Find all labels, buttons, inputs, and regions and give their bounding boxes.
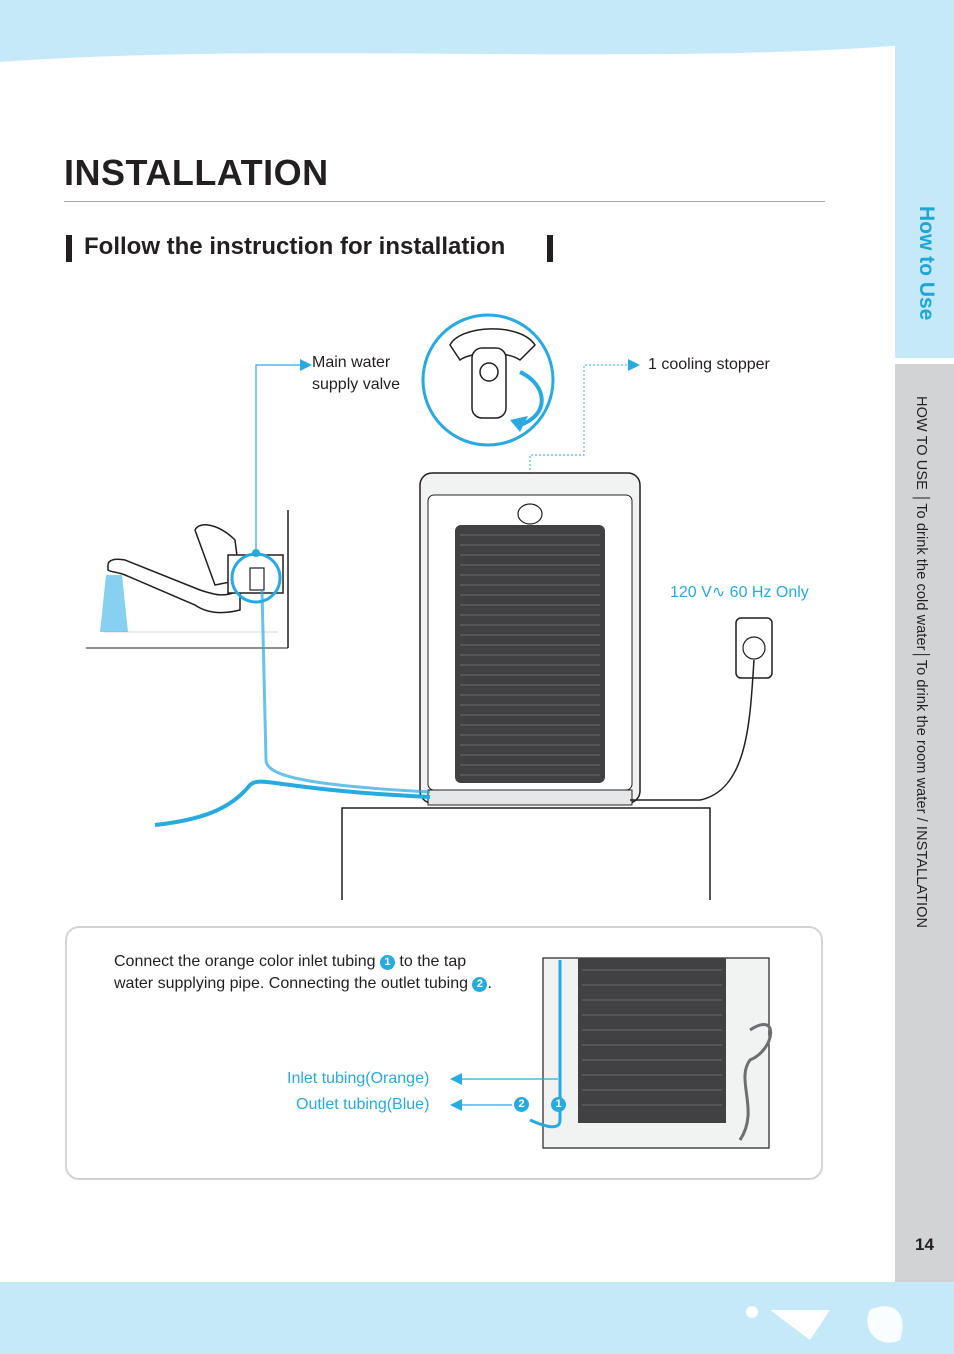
section-title: Follow the instruction for installation (84, 233, 506, 260)
detail-marker-1-icon: 1 (551, 1097, 566, 1112)
condenser-coil (455, 525, 605, 783)
section-bar-left (66, 235, 72, 262)
power-spec-label: 120 V∿ 60 Hz Only (670, 584, 809, 601)
side-tab-section (895, 0, 954, 362)
detail-marker-2-icon: 2 (514, 1097, 529, 1112)
marker-1-icon: 1 (379, 955, 395, 970)
stand (341, 807, 711, 900)
main-valve-label-line2: supply valve (312, 376, 401, 393)
main-valve-label-line1: Main water (312, 354, 391, 371)
title-divider (64, 201, 825, 202)
page-title: INSTALLATION (64, 152, 329, 193)
outlet-tubing-label: Outlet tubing(Blue) (296, 1096, 430, 1113)
outlet-tube (154, 779, 431, 827)
marker-2-icon: 2 (472, 977, 488, 992)
detail-condenser-coil (578, 958, 726, 1123)
inlet-tubing-label: Inlet tubing(Orange) (287, 1070, 430, 1087)
detail-tubes (529, 960, 562, 1129)
section-bar-right (547, 235, 553, 262)
cooling-stopper-icon (517, 503, 543, 525)
water-stream (100, 575, 128, 632)
top-wave-band (0, 0, 954, 62)
page-number: 14 (915, 1235, 934, 1254)
cooling-stopper-label: 1 cooling stopper (648, 356, 770, 373)
note-text-part2: to the tap water supplying pipe. Connect… (114, 953, 473, 992)
power-cord (630, 659, 755, 801)
detail-power-cord (738, 1023, 773, 1141)
water-drop-decoration (746, 1306, 903, 1343)
turn-arrow-icon (519, 370, 544, 427)
inlet-tube (260, 589, 431, 794)
note-text-part3: . (487, 975, 492, 992)
purifier-back-panel (419, 472, 641, 806)
side-tab-breadcrumb (895, 364, 954, 1282)
note-text: Connect the orange color inlet tubing 1 … (114, 951, 494, 995)
valve-leader-line (255, 364, 308, 553)
side-tab-divider (895, 358, 954, 364)
valve-icon (249, 567, 265, 591)
main-valve-label: Main water supply valve (312, 352, 400, 396)
valve-highlight-circle (230, 552, 282, 604)
note-text-part1: Connect the orange color inlet tubing (114, 953, 380, 970)
